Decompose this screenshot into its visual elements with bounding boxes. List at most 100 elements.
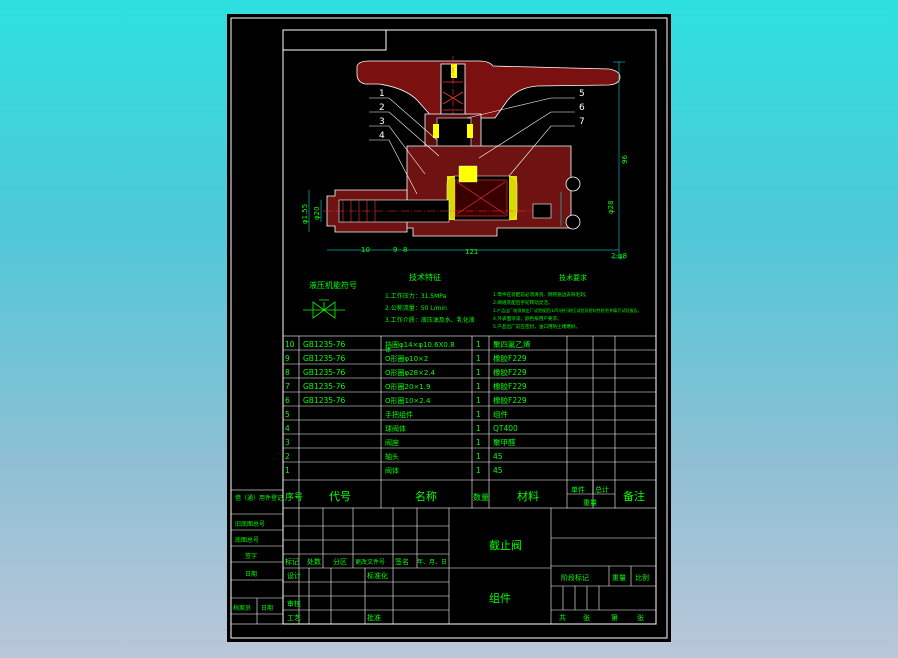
dim-8: 8	[403, 246, 407, 254]
bom-cell-no: 1	[285, 466, 290, 475]
tb-stage: 阶段标记	[561, 573, 589, 582]
bom-cell-qty: 1	[476, 424, 481, 433]
bonnet-seal-left	[433, 124, 439, 138]
bom-cell-no: 7	[285, 382, 290, 391]
dimension-texts: 96 φ1.55 φ20 121 φ28 2-φ8 10 9 8	[301, 155, 629, 260]
strip-label-3: 签字	[245, 552, 257, 560]
outer-frame	[230, 17, 668, 639]
strip-title: 借（通）用件登记	[235, 494, 283, 502]
dim-height: 96	[621, 155, 629, 164]
left-strip-text: 借（通）用件登记 旧底图总号 底图总号 签字 日期 档案员 日期	[233, 494, 283, 612]
tech-req-5: 5.产品出厂前应密封，油口用防尘堵堵好。	[493, 323, 580, 330]
tech-req-4: 4.外表面涂漆，颜色按用户要求。	[493, 315, 562, 322]
hdr-code: 代号	[329, 490, 351, 503]
hydraulic-symbol: 液压机能符号	[303, 280, 357, 319]
tb-change-doc: 更改文件号	[355, 558, 385, 566]
hdr-material: 材料	[517, 489, 539, 503]
balloon-6: 6	[579, 103, 585, 113]
tech-feature-1: 1.工作压力：31.5MPa	[385, 292, 447, 300]
bom-cell-code: GB1235-76	[303, 396, 346, 405]
bom-cell-qty: 1	[476, 382, 481, 391]
tb-approve: 批准	[367, 613, 381, 622]
hdr-weight: 重量	[583, 499, 597, 507]
tech-features: 技术特征 1.工作压力：31.5MPa 2.公称流量：50 L/min 3.工作…	[385, 272, 475, 324]
bom-cell-name: 挡圈φ14×φ10.6X0.8	[385, 340, 455, 349]
seat-seal-right	[509, 176, 517, 220]
tb-total-sheets: 共	[559, 613, 566, 622]
bom-cell-material: QT400	[493, 424, 518, 433]
dim-9: 9	[393, 246, 397, 254]
tb-zone: 分区	[333, 557, 347, 566]
stem-cap	[451, 64, 457, 78]
cad-drawing: 1 2 3 4 5 6 7 96 φ1.55 φ20 121 φ28 2-φ8 …	[230, 17, 668, 639]
bom-cell-qty: 1	[476, 396, 481, 405]
tech-req-2: 2.阀组装配后手轮转动灵活。	[493, 299, 553, 306]
bom-cell-material: 45	[493, 466, 503, 475]
bom-header: 序号 代号 名称 数量 材料 单件 总计 重量 备注	[285, 485, 645, 507]
balloon-2: 2	[379, 103, 385, 113]
tb-count: 处数	[307, 557, 321, 566]
bom-cell-material: 橡胶F229	[493, 395, 527, 405]
bom-cell-name: 阀座	[385, 438, 399, 447]
strip-label-2: 底图总号	[235, 536, 259, 544]
bom-cell-qty: 1	[476, 354, 481, 363]
bom-cell-qty: 1	[476, 466, 481, 475]
bom-cell-name: O形圈10×2.4	[385, 397, 431, 405]
top-left-code-box	[282, 29, 387, 51]
valve-symbol-icon	[303, 299, 345, 319]
bom-cell-code: GB1235-76	[303, 382, 346, 391]
tb-weight: 重量	[612, 574, 626, 582]
bom-cell-no: 2	[285, 452, 290, 461]
dim-right: φ28	[607, 200, 615, 214]
title-block-grid	[283, 508, 656, 624]
bom-cell-qty: 1	[476, 410, 481, 419]
tb-mark: 标记	[285, 557, 299, 566]
bom-cell-name: 轴头	[385, 452, 399, 461]
mount-hole-upper	[565, 176, 581, 192]
bom-cell-qty: 1	[476, 340, 481, 349]
bom-cell-no: 5	[285, 410, 290, 419]
inner-frame	[282, 29, 657, 625]
tech-features-title: 技术特征	[409, 272, 441, 282]
tech-req-3: 3.产品出厂前须按出厂试验规范(L/R)进行耐压试验及密封性检验并填写试验报告。	[493, 307, 642, 313]
dim-left2: φ20	[313, 206, 321, 220]
bom-cell-material: 橡胶F229	[493, 353, 527, 363]
hdr-remark: 备注	[623, 489, 645, 503]
bom-cell-code: GB1235-76	[303, 340, 346, 349]
bom-cell-qty: 1	[476, 368, 481, 377]
tech-requirements: 技术要求 1.零件在装配前必须清洗、倒钝锐边去除毛刺。 2.阀组装配后手轮转动灵…	[493, 273, 642, 330]
tb-sheet-unit-2: 张	[637, 613, 644, 622]
symbol-label: 液压机能符号	[309, 280, 357, 290]
bom-cell-name: O形圈φ10×2	[385, 355, 428, 363]
hdr-name: 名称	[415, 489, 437, 503]
tb-sheet-no: 第	[611, 613, 618, 622]
tb-design: 设计	[287, 571, 301, 580]
drawing-sheet: 1 2 3 4 5 6 7 96 φ1.55 φ20 121 φ28 2-φ8 …	[227, 14, 671, 642]
bom-cell-qty: 1	[476, 452, 481, 461]
gland-nut	[458, 165, 478, 183]
bom-cell-material: 橡胶F229	[493, 367, 527, 377]
hdr-unit: 单件	[571, 485, 585, 494]
seat-cross	[456, 181, 506, 215]
tb-review: 审核	[287, 599, 301, 608]
bom-cell-name: 手把组件	[385, 410, 413, 419]
balloon-1: 1	[379, 89, 385, 99]
bonnet-seal-right	[467, 124, 473, 138]
tb-sign: 签名	[395, 557, 409, 566]
tech-feature-2: 2.公称流量：50 L/min	[385, 304, 447, 312]
bom-cell-material: 组件	[493, 409, 508, 419]
bom-cell-name: 阀体	[385, 466, 399, 475]
dim-low: 2-φ8	[611, 252, 627, 260]
dim-left1: φ1.55	[301, 204, 309, 224]
seat-seal-left	[447, 176, 455, 220]
bom-cell-no: 6	[285, 396, 290, 405]
tech-feature-3: 3.工作介质：液压油及水、乳化液	[385, 316, 475, 324]
bom-cell-name: O形圈φ28×2.4	[385, 369, 436, 377]
title-block-text: 标记 处数 分区 更改文件号 签名 年、月、日 设计 标准化 审核 工艺 批准 …	[285, 538, 649, 622]
bom-cell-no: 3	[285, 438, 290, 447]
outlet-port	[532, 203, 552, 219]
hdr-qty: 数量	[473, 492, 489, 502]
balloon-4: 4	[379, 131, 385, 141]
bom-cell-material: 聚四氟乙烯	[493, 339, 531, 349]
